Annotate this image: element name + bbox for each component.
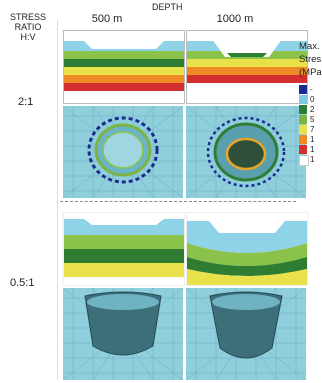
legend-value: 2 (310, 105, 315, 114)
section-2-1-500m (63, 30, 185, 104)
section-2-1-1000m (186, 30, 308, 104)
legend-value: - (310, 85, 313, 94)
legend-value: 7 (310, 125, 315, 134)
legend-title: Max. Stres (MPa (299, 41, 322, 78)
legend-swatch (299, 115, 307, 124)
legend-swatch (299, 85, 307, 94)
column-header-500m: 500 m (91, 13, 123, 25)
row-separator (60, 201, 296, 205)
legend-swatch (299, 155, 309, 166)
legend-swatch (299, 95, 307, 104)
mesh-2-1-1000m (186, 106, 306, 198)
legend-value: 0 (310, 95, 315, 104)
stress-ratio-0-5-1: 0.5:1 (10, 277, 35, 289)
row-divider-line (57, 20, 58, 380)
legend-value: 5 (310, 115, 315, 124)
legend-value: 1 (310, 135, 315, 144)
column-header-1000m: 1000 m (216, 13, 254, 25)
legend-swatch (299, 105, 307, 114)
legend-swatch (299, 135, 307, 144)
mesh-0-5-1-1000m (186, 288, 306, 380)
depth-title: DEPTH (152, 2, 183, 12)
mesh-2-1-500m (63, 106, 183, 198)
section-0-5-1-1000m (186, 212, 308, 286)
mesh-0-5-1-500m (63, 288, 183, 380)
legend-value: 1 (310, 155, 315, 164)
stress-ratio-2-1: 2:1 (18, 96, 34, 108)
stress-ratio-label: STRESS RATIO H:V (9, 12, 46, 42)
legend-swatch (299, 125, 307, 134)
legend-value: 1 (310, 145, 315, 154)
legend-swatch (299, 145, 307, 154)
section-0-5-1-500m (63, 212, 185, 286)
